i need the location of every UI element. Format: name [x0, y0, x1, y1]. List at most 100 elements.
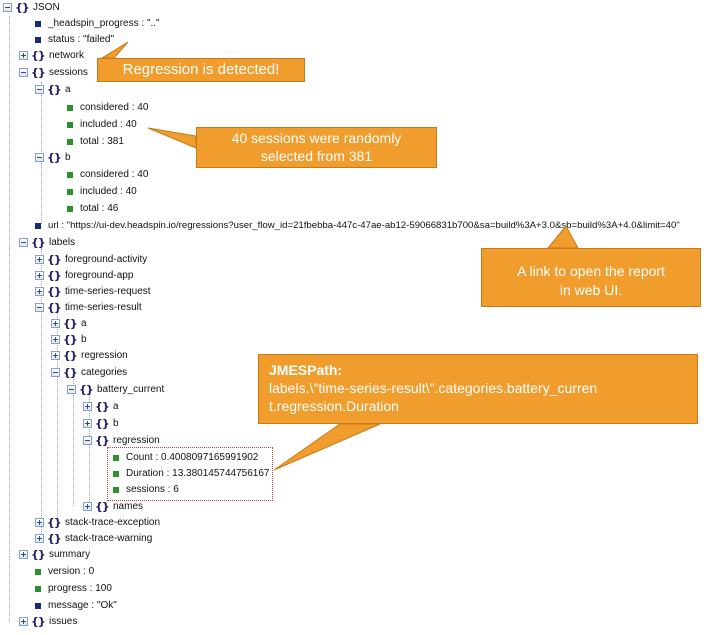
highlighted-region: [107, 447, 273, 501]
tree-guide-line: [41, 248, 42, 538]
expand-toggle-icon[interactable]: [51, 351, 60, 360]
curly-braces-icon: {}: [31, 49, 46, 62]
callout-text: labels.\"time-series-result\".categories…: [269, 380, 598, 396]
url-link[interactable]: url : "https://ui-dev.headspin.io/regres…: [48, 220, 680, 231]
callout-text: 40 sessions were randomly: [231, 130, 402, 146]
expand-toggle-icon[interactable]: [83, 402, 92, 411]
leaf-text: included : 40: [80, 186, 137, 197]
tree-guide-line: [89, 392, 90, 506]
leaf-text: Duration : 13.380145744756167: [126, 468, 270, 479]
callout-text: selected from 381: [260, 148, 373, 164]
node-label: a: [113, 401, 119, 412]
leaf-text: considered : 40: [80, 169, 149, 180]
leaf-text: Count : 0.4008097165991902: [126, 452, 259, 463]
expand-toggle-icon[interactable]: [35, 518, 44, 527]
string-leaf-icon: [35, 21, 41, 27]
node-label: b: [81, 334, 87, 345]
collapse-toggle-icon[interactable]: [35, 303, 44, 312]
expand-toggle-icon[interactable]: [35, 271, 44, 280]
callout-sessions-randomly-selected: 40 sessions were randomly selected from …: [196, 127, 437, 168]
collapse-toggle-icon[interactable]: [3, 3, 12, 12]
number-leaf-icon: [67, 189, 73, 195]
string-leaf-icon: [35, 603, 41, 609]
callout-pointer: [273, 423, 381, 471]
node-label: names: [113, 501, 144, 512]
expand-toggle-icon[interactable]: [35, 255, 44, 264]
curly-braces-icon: {}: [31, 548, 46, 561]
callout-text: Regression is detected!: [122, 61, 280, 78]
expand-toggle-icon[interactable]: [19, 617, 28, 626]
node-label: sessions: [49, 67, 88, 78]
leaf-text: sessions : 6: [126, 484, 179, 495]
tree-guide-line: [9, 16, 10, 248]
number-leaf-icon: [113, 487, 119, 493]
string-leaf-icon: [35, 37, 41, 43]
node-label: a: [81, 318, 87, 329]
collapse-toggle-icon[interactable]: [19, 68, 28, 77]
expand-toggle-icon[interactable]: [51, 335, 60, 344]
curly-braces-icon: {}: [47, 285, 62, 298]
curly-braces-icon: {}: [95, 417, 110, 430]
number-leaf-icon: [67, 172, 73, 178]
expand-toggle-icon[interactable]: [19, 51, 28, 60]
curly-braces-icon: {}: [31, 66, 46, 79]
collapse-toggle-icon[interactable]: [51, 368, 60, 377]
node-label: foreground-app: [65, 270, 134, 281]
node-label: time-series-request: [65, 286, 151, 297]
node-label: b: [113, 418, 119, 429]
leaf-text: status : "failed": [48, 34, 115, 45]
leaf-text: included : 40: [80, 119, 137, 130]
curly-braces-icon: {}: [63, 333, 78, 346]
expand-toggle-icon[interactable]: [83, 419, 92, 428]
string-leaf-icon: [35, 223, 41, 229]
collapse-toggle-icon[interactable]: [67, 385, 76, 394]
curly-braces-icon: {}: [47, 151, 62, 164]
number-leaf-icon: [67, 105, 73, 111]
expand-toggle-icon[interactable]: [51, 319, 60, 328]
curly-braces-icon: {}: [47, 532, 62, 545]
node-label: battery_current: [97, 384, 165, 395]
node-label: categories: [81, 367, 128, 378]
collapse-toggle-icon[interactable]: [83, 436, 92, 445]
node-label: b: [65, 152, 71, 163]
expand-toggle-icon[interactable]: [19, 550, 28, 559]
leaf-text: _headspin_progress : "..": [48, 18, 160, 29]
curly-braces-icon: {}: [95, 400, 110, 413]
curly-braces-icon: {}: [63, 317, 78, 330]
number-leaf-icon: [35, 569, 41, 575]
expand-toggle-icon[interactable]: [83, 502, 92, 511]
node-label: labels: [49, 237, 76, 248]
leaf-text: progress : 100: [48, 583, 112, 594]
callout-report-link: A link to open the report in web UI.: [481, 248, 701, 307]
collapse-toggle-icon[interactable]: [35, 153, 44, 162]
callout-regression-detected: Regression is detected!: [97, 58, 305, 82]
callout-text: t.regression.Duration: [269, 398, 399, 414]
number-leaf-icon: [67, 122, 73, 128]
node-label: a: [65, 84, 71, 95]
node-label: stack-trace-warning: [65, 533, 153, 544]
node-label: stack-trace-exception: [65, 517, 161, 528]
callout-text: A link to open the report: [517, 263, 665, 279]
collapse-toggle-icon[interactable]: [19, 238, 28, 247]
collapse-toggle-icon[interactable]: [35, 85, 44, 94]
curly-braces-icon: {}: [47, 269, 62, 282]
number-leaf-icon: [67, 139, 73, 145]
node-label: regression: [113, 435, 160, 446]
number-leaf-icon: [35, 586, 41, 592]
callout-title: JMESPath:: [269, 362, 343, 378]
node-label: summary: [49, 549, 91, 560]
node-label: network: [49, 50, 85, 61]
expand-toggle-icon[interactable]: [35, 534, 44, 543]
node-label: issues: [49, 616, 78, 627]
leaf-text: message : "Ok": [48, 600, 117, 611]
curly-braces-icon: {}: [47, 83, 62, 96]
tree-guide-line: [9, 248, 10, 554]
curly-braces-icon: {}: [63, 366, 78, 379]
leaf-text: total : 381: [80, 136, 124, 147]
leaf-text: total : 46: [80, 203, 119, 214]
expand-toggle-icon[interactable]: [35, 287, 44, 296]
curly-braces-icon: {}: [47, 253, 62, 266]
curly-braces-icon: {}: [47, 516, 62, 529]
tree-guide-line: [9, 556, 10, 622]
curly-braces-icon: {}: [31, 236, 46, 249]
